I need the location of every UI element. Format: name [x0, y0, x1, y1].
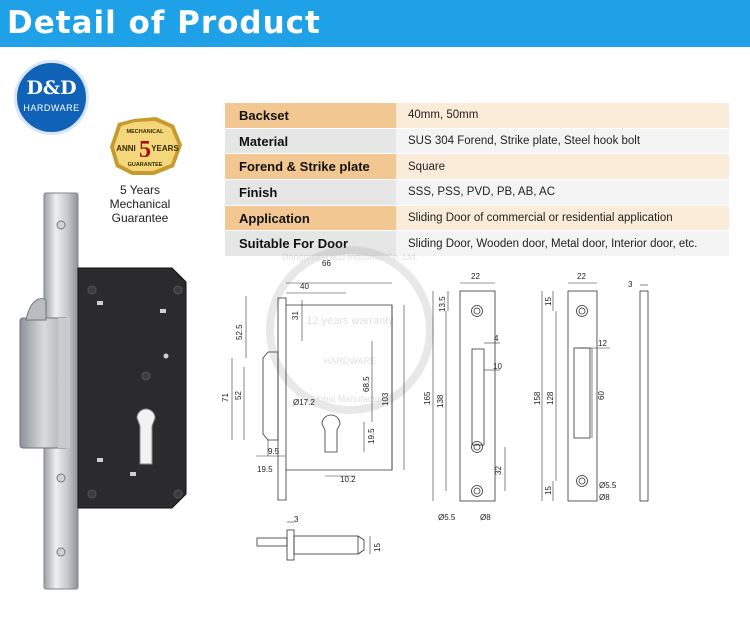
logo-main-text: D&D [26, 77, 77, 99]
dim-strike-phi-8: Ø8 [599, 493, 610, 502]
dim-10-2: 10.2 [340, 475, 356, 484]
dim-40: 40 [300, 282, 309, 291]
dim-strike-phi-5-5: Ø5.5 [599, 481, 617, 490]
guarantee-line-3: Guarantee [111, 211, 169, 225]
seal-years-text: YEARS [151, 144, 179, 153]
guarantee-caption: 5 Years Mechanical Guarantee [100, 183, 180, 225]
seal-bottom-text: GUARANTEE [128, 162, 163, 168]
dim-forend-phi-5-5: Ø5.5 [438, 513, 456, 522]
guarantee-line-1: 5 Years [119, 183, 161, 197]
dim-103: 103 [381, 392, 390, 406]
dim-12: 12 [598, 339, 607, 348]
spec-value: Sliding Door of commercial or residentia… [396, 205, 729, 232]
dim-68-5: 68.5 [362, 376, 371, 392]
dim-66: 66 [322, 259, 331, 268]
dim-60: 60 [597, 391, 606, 400]
dim-forend-22: 22 [471, 272, 480, 281]
dim-bolt-15: 15 [373, 543, 382, 552]
dim-strike-15-a: 15 [544, 297, 553, 306]
watermark-line-1: Dongguan D&D Industrial Co.,Ltd. [282, 252, 418, 262]
brand-logo: D&D HARDWARE [14, 60, 89, 135]
watermark-line-3: HARDWARE [324, 356, 376, 366]
dim-10: 10 [493, 362, 502, 371]
page-title: Detail of Product [7, 5, 321, 41]
dim-side-3: 3 [628, 280, 633, 289]
guarantee-seal-icon: MECHANICAL ANNI 5 YEARS GUARANTEE [110, 117, 182, 175]
header-banner: Detail of Product [0, 0, 750, 47]
watermark-line-4: Global Manufacturer [309, 394, 391, 404]
dim-9-5: 9.5 [268, 447, 280, 456]
dim-bolt-3: 3 [294, 515, 299, 524]
dim-31: 31 [291, 311, 300, 320]
spec-label: Application [225, 205, 396, 232]
seal-anni-text: ANNI [116, 144, 136, 153]
spec-value: SUS 304 Forend, Strike plate, Steel hook… [396, 128, 729, 155]
dim-128: 128 [546, 391, 555, 405]
dim-strike-22: 22 [577, 272, 586, 281]
spec-value: Square [396, 153, 729, 181]
spec-label: Material [225, 128, 396, 155]
dim-158: 158 [533, 391, 542, 405]
spec-value: SSS, PSS, PVD, PB, AB, AC [396, 179, 729, 206]
guarantee-line-2: Mechanical [109, 197, 171, 211]
watermark-line-2: 12 years warranty [306, 315, 394, 327]
spec-label: Suitable For Door [225, 230, 396, 258]
spec-label: Backset [225, 103, 396, 129]
dim-4: 4 [494, 334, 499, 343]
dim-32: 32 [494, 466, 503, 475]
spec-label: Finish [225, 179, 396, 206]
spec-label: Forend & Strike plate [225, 153, 396, 181]
dim-19-5-a: 19.5 [367, 428, 376, 444]
dim-52-5: 52.5 [235, 324, 244, 340]
spec-value: 40mm, 50mm [396, 103, 729, 129]
dim-strike-15-b: 15 [544, 486, 553, 495]
dim-13-5: 13.5 [438, 296, 447, 312]
seal-number-text: 5 [139, 137, 151, 163]
dim-phi-17-2: Ø17.2 [293, 398, 315, 407]
dim-71: 71 [221, 393, 230, 402]
watermark: Dongguan D&D Industrial Co.,Ltd. 12 year… [266, 246, 434, 414]
dim-52: 52 [234, 391, 243, 400]
dim-forend-phi-8: Ø8 [480, 513, 491, 522]
dim-165: 165 [423, 391, 432, 405]
seal-top-text: MECHANICAL [127, 129, 165, 135]
dim-138: 138 [436, 394, 445, 408]
logo-sub-text: HARDWARE [23, 103, 80, 113]
spec-value: Sliding Door, Wooden door, Metal door, I… [396, 230, 729, 258]
dim-19-5-b: 19.5 [257, 465, 273, 474]
